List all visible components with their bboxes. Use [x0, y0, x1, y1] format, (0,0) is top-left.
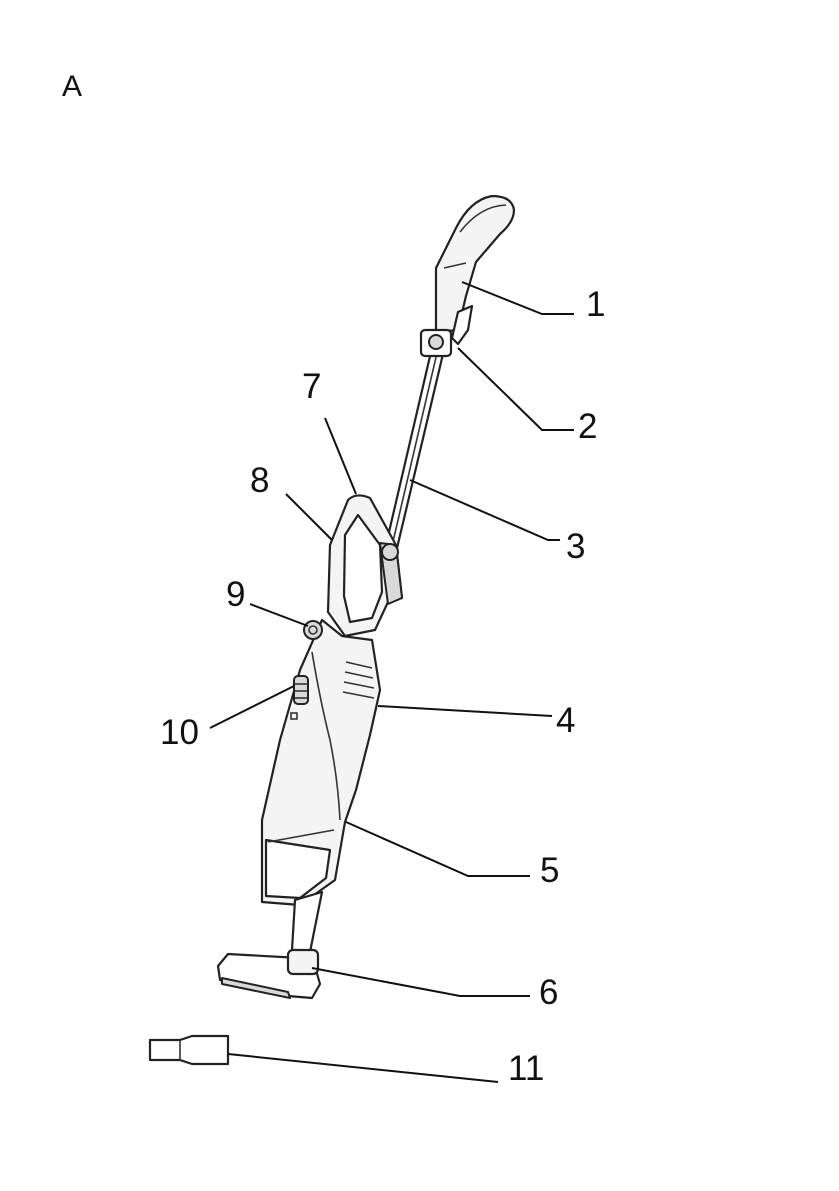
extension-tube: [382, 352, 443, 565]
leader-line-8: [286, 494, 332, 540]
callout-1: 1: [586, 285, 605, 324]
leader-line-10: [210, 686, 294, 728]
callout-11: 11: [508, 1049, 544, 1088]
callout-6: 6: [539, 973, 558, 1012]
callout-2: 2: [578, 407, 597, 446]
carry-handle: [328, 495, 402, 636]
callout-9: 9: [226, 575, 245, 614]
crevice-nozzle: [150, 1036, 228, 1064]
top-handle: [421, 196, 514, 356]
leader-line-5: [346, 822, 530, 876]
leader-line-7: [325, 418, 356, 494]
callout-5: 5: [540, 851, 559, 890]
leader-line-1: [462, 282, 574, 314]
callout-3: 3: [566, 527, 585, 566]
leader-line-3: [410, 480, 560, 540]
leader-line-4: [378, 706, 552, 716]
leader-line-2: [458, 348, 574, 430]
callout-4: 4: [556, 701, 575, 740]
power-button: [304, 621, 322, 639]
callout-7: 7: [302, 367, 321, 406]
motor-body: [262, 620, 380, 905]
floor-brush: [218, 950, 320, 998]
callout-8: 8: [250, 461, 269, 500]
leader-line-11: [228, 1054, 498, 1082]
leader-line-6: [312, 968, 530, 996]
leader-line-9: [250, 604, 308, 626]
brush-neck: [292, 892, 322, 952]
callout-10: 10: [160, 713, 199, 752]
